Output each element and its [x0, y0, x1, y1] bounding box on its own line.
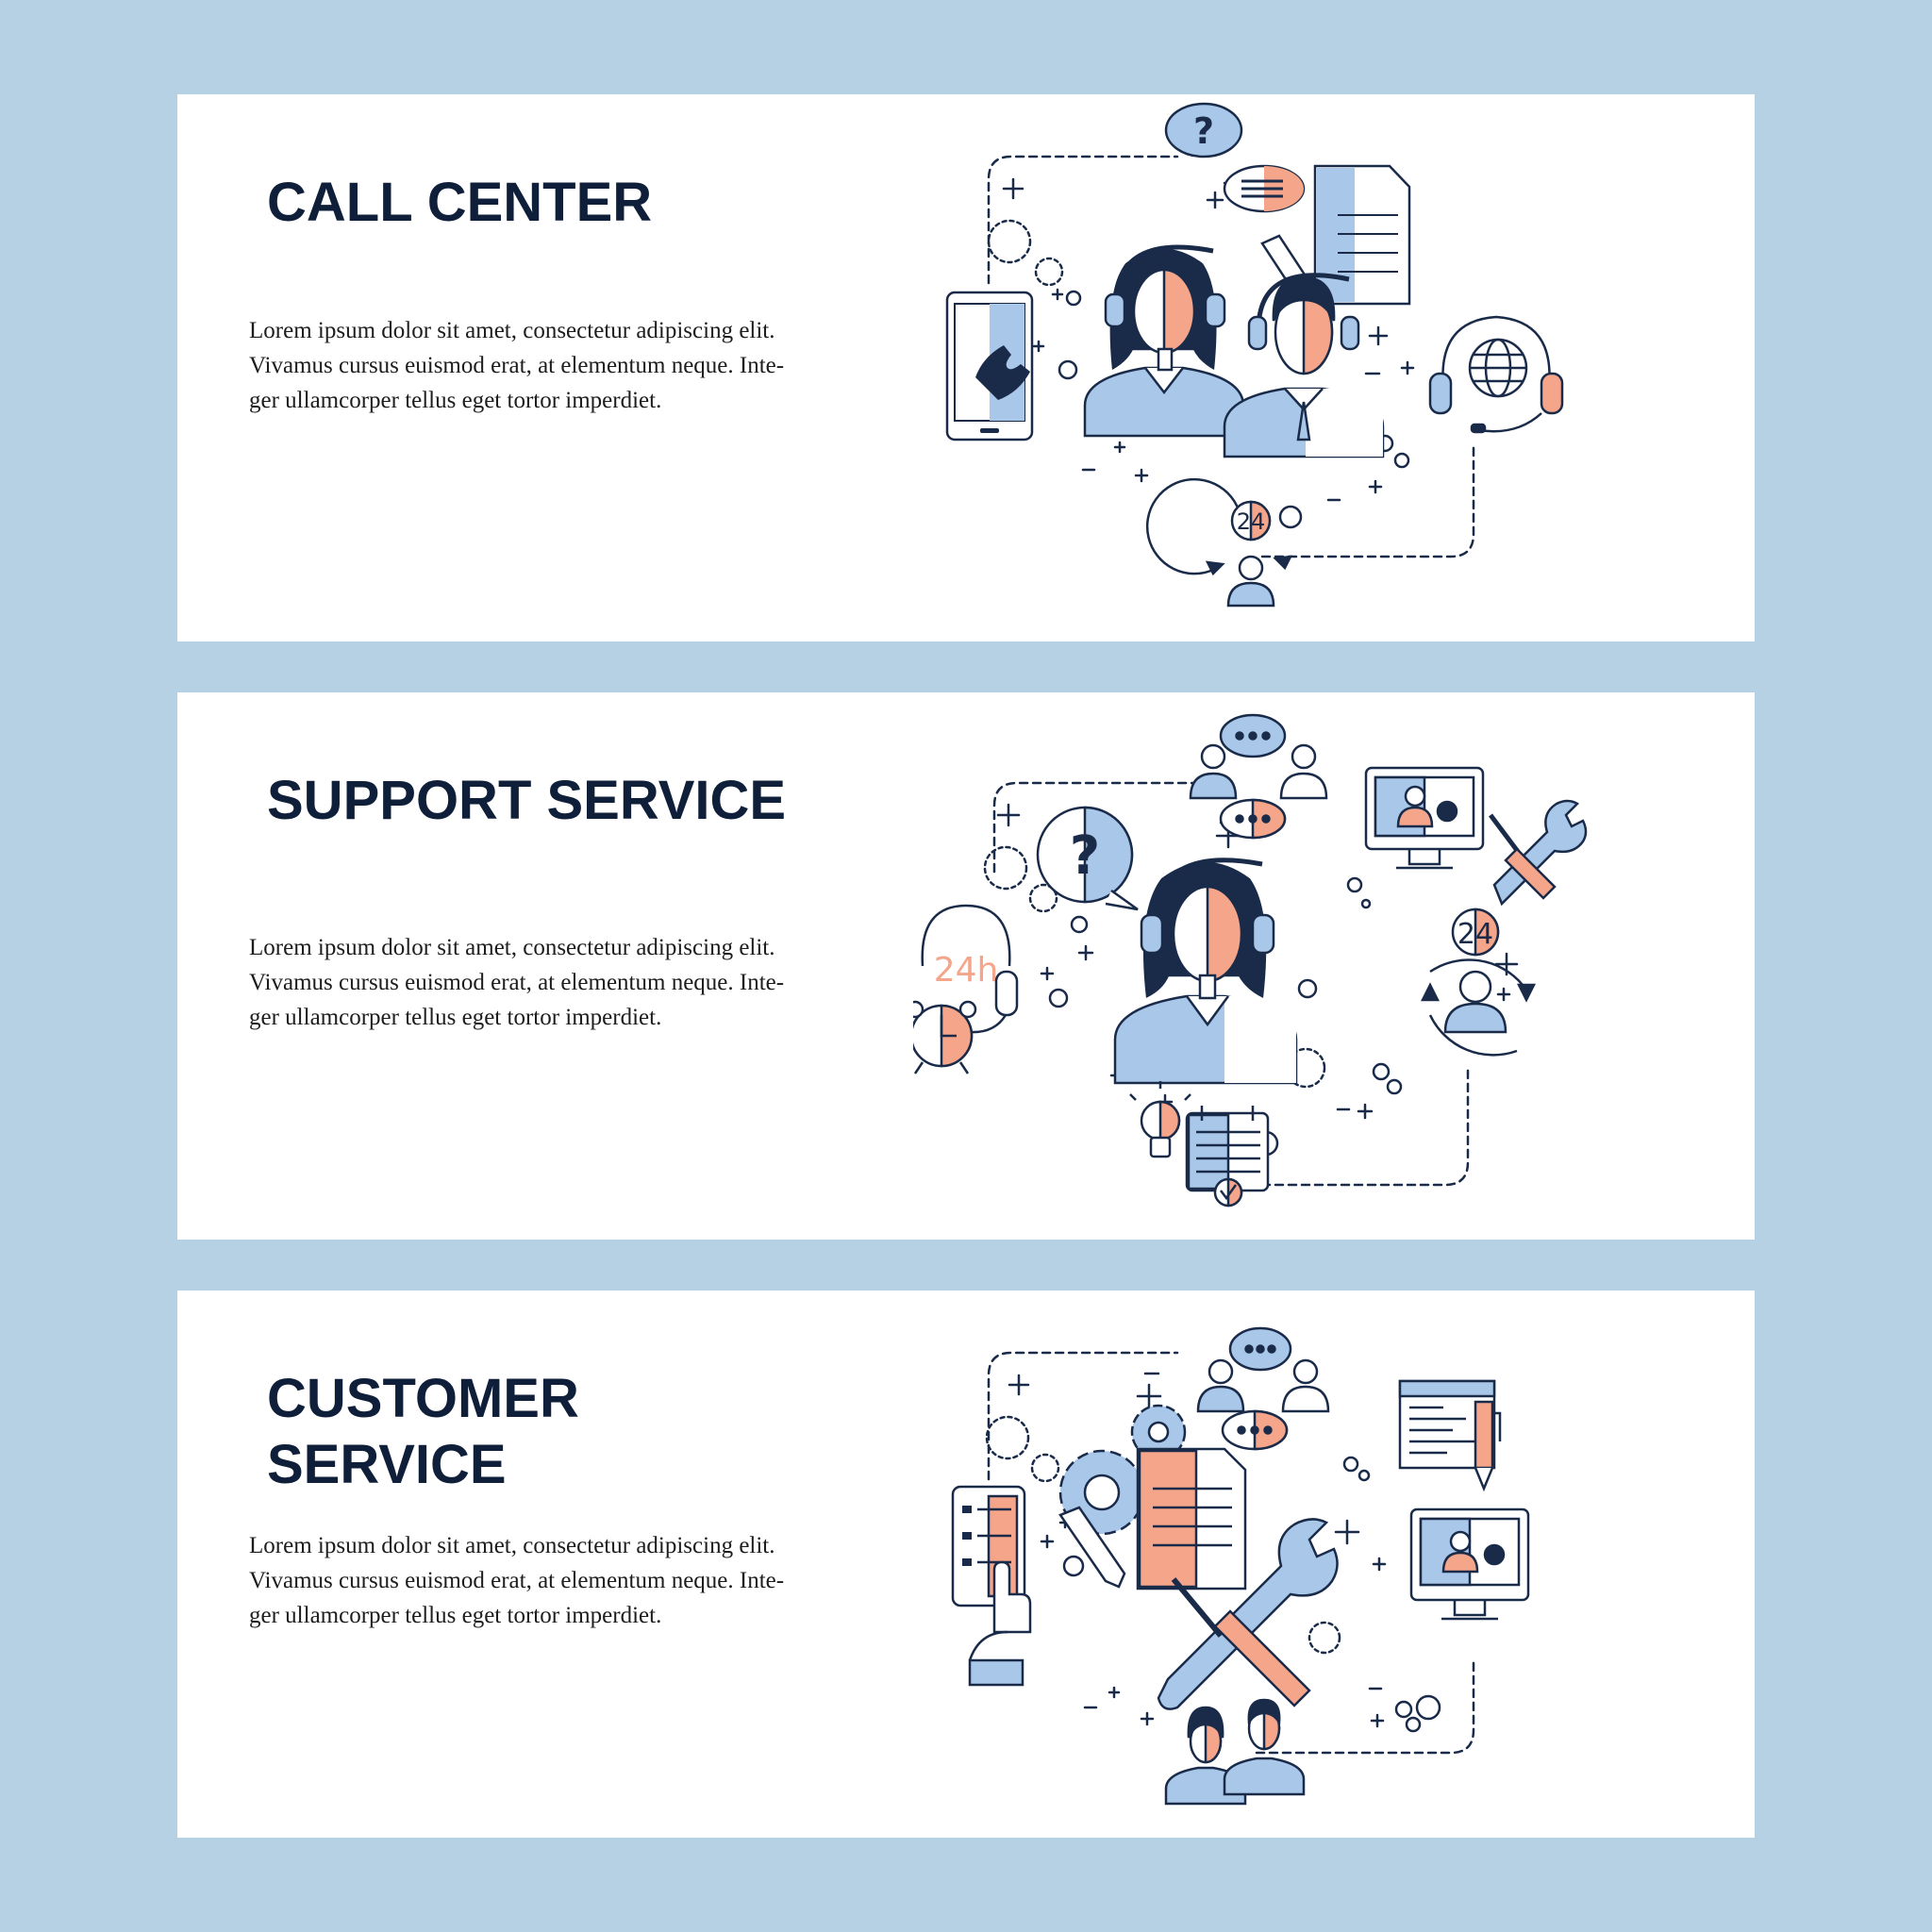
support-service-banner: SUPPORT SERVICE Lorem ipsum dolor sit am… — [177, 692, 1755, 1240]
gears-document-icon — [1058, 1404, 1247, 1591]
chat-bubble-icon — [1223, 164, 1306, 213]
tablet-touch-icon — [951, 1485, 1032, 1687]
call-center-illustration: ? — [945, 102, 1564, 608]
banner-body: Lorem ipsum dolor sit amet, consectetur … — [249, 1533, 785, 1628]
banner-title: CALL CENTER — [267, 172, 653, 233]
team-icon — [1164, 1698, 1306, 1806]
banner-body: Lorem ipsum dolor sit amet, consectetur … — [249, 935, 785, 1030]
clock-label: 24h — [934, 951, 999, 990]
question-bubble-icon: ? — [1164, 102, 1243, 158]
badge-24: 24 — [1457, 918, 1493, 951]
customer-service-illustration — [951, 1326, 1530, 1806]
monitor-user-icon — [1409, 1507, 1530, 1621]
document-icon — [1313, 164, 1411, 306]
call-center-banner: CALL CENTER Lorem ipsum dolor sit amet, … — [177, 94, 1755, 641]
svg-text:?: ? — [1070, 825, 1100, 887]
24-hour-support-icon: 24 — [1420, 908, 1537, 1057]
banner-title: SUPPORT SERVICE — [267, 770, 787, 831]
banner-title: CUSTOMER SERVICE — [267, 1368, 579, 1495]
headset-globe-icon — [1428, 315, 1564, 434]
users-chat-icon — [1189, 713, 1328, 840]
operator-man-icon — [1223, 273, 1385, 458]
lightbulb-icon — [1129, 1081, 1191, 1158]
operator-woman-icon — [1083, 244, 1245, 438]
smartphone-call-icon — [945, 291, 1034, 441]
support-service-illustration: ? — [913, 713, 1588, 1208]
wrench-screwdriver-icon — [1157, 1518, 1339, 1710]
customer-service-banner: CUSTOMER SERVICE Lorem ipsum dolor sit a… — [177, 1291, 1755, 1838]
tools-icon — [1489, 799, 1588, 907]
alarm-clock-headset-icon: 24h — [913, 904, 1019, 1074]
question-bubble-icon: ? — [1036, 806, 1139, 911]
operator-woman-icon — [1113, 858, 1298, 1085]
code-window-pen-icon — [1398, 1379, 1502, 1492]
banner-body: Lorem ipsum dolor sit amet, consectetur … — [249, 318, 785, 413]
monitor-user-icon — [1364, 766, 1485, 870]
users-chat-icon — [1196, 1326, 1330, 1451]
svg-text:?: ? — [1193, 110, 1214, 152]
calendar-check-icon — [1185, 1106, 1270, 1208]
badge-24: 24 — [1237, 508, 1266, 535]
24-hour-support-icon: 24 — [1145, 477, 1293, 608]
